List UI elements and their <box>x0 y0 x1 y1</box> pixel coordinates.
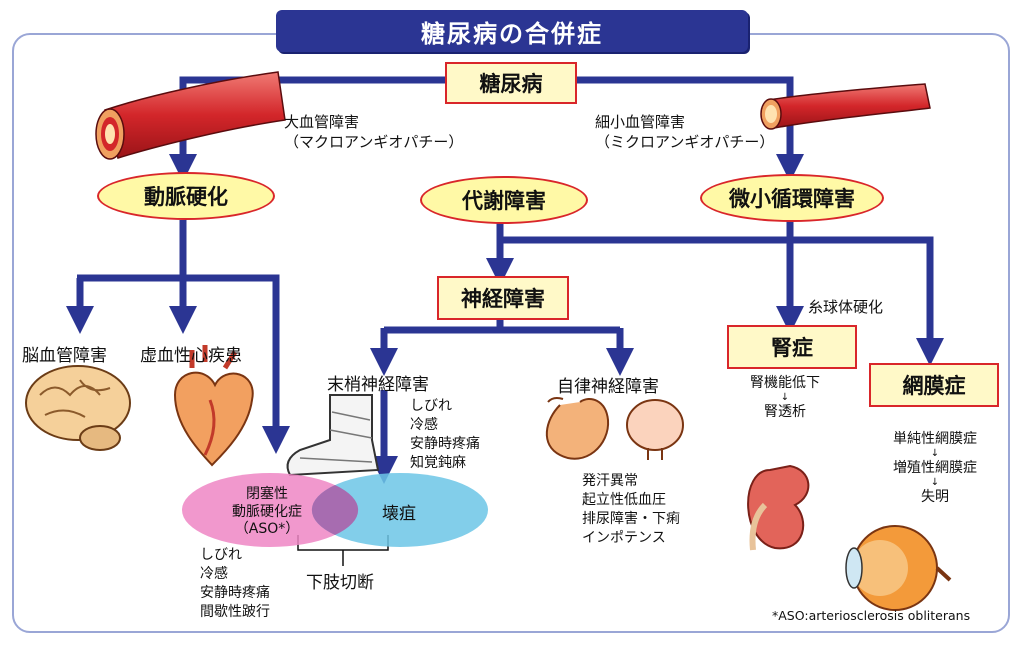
symptom-item: しびれ <box>410 398 452 414</box>
symptom-item: インポテンス <box>582 529 666 546</box>
kidney-illustration <box>747 464 810 551</box>
macro-line1: 大血管障害 <box>284 113 360 131</box>
symptom-item: 安静時疼痛 <box>200 584 270 601</box>
node-diabetes: 糖尿病 <box>445 62 577 104</box>
brain-illustration <box>25 365 131 451</box>
heart-illustration <box>173 345 254 467</box>
progression-step: 腎機能低下 <box>750 375 820 391</box>
label-ischemic-heart-disease: 虚血性心疾患 <box>140 346 242 366</box>
node-microcirculation-disorder: 微小循環障害 <box>700 174 884 222</box>
label-microangiopathy: 細小血管障害 （ミクロアンギオパチー） <box>595 112 774 153</box>
label-autonomic-neuropathy: 自律神経障害 <box>557 377 659 397</box>
diagram-title: 糖尿病の合併症 <box>276 10 748 52</box>
aso-line3: （ASO*） <box>234 521 300 537</box>
progression-arrow: ↓ <box>930 476 940 488</box>
node-neuropathy: 神経障害 <box>437 276 569 320</box>
symptom-item: 発汗異常 <box>582 473 638 489</box>
progression-step: 単純性網膜症 <box>893 431 977 447</box>
label-glomerulosclerosis: 糸球体硬化 <box>808 298 884 316</box>
micro-line2: （ミクロアンギオパチー） <box>595 133 775 152</box>
node-arteriosclerosis: 動脈硬化 <box>97 172 275 220</box>
symptom-item: しびれ <box>200 547 242 563</box>
aso-line2: 動脈硬化症 <box>232 503 302 520</box>
label-macroangiopathy: 大血管障害 （マクロアンギオパチー） <box>284 112 463 153</box>
node-nephropathy: 腎症 <box>727 325 857 369</box>
vessel-large-illustration <box>95 71 286 160</box>
aso-gangrene-venn <box>182 473 488 547</box>
symptom-item: 安静時疼痛 <box>410 435 480 452</box>
bladder-illustration <box>626 399 684 460</box>
stomach-illustration <box>545 397 610 460</box>
node-gangrene: 壊疽 <box>382 504 416 524</box>
symptom-item: 間歇性跛行 <box>200 603 270 620</box>
label-cerebrovascular: 脳血管障害 <box>22 346 107 366</box>
progression-arrow: ↓ <box>930 447 940 459</box>
retinopathy-progression: 単純性網膜症 ↓ 増殖性網膜症 ↓ 失明 <box>860 430 1010 507</box>
progression-arrow: ↓ <box>780 391 790 403</box>
aso-symptoms: しびれ 冷感 安静時疼痛 間歇性跛行 <box>200 546 270 622</box>
peripheral-symptoms: しびれ 冷感 安静時疼痛 知覚鈍麻 <box>410 397 480 473</box>
symptom-item: 起立性低血圧 <box>582 491 666 508</box>
node-metabolic-disorder: 代謝障害 <box>420 176 588 224</box>
micro-line1: 細小血管障害 <box>595 113 686 131</box>
progression-step: 腎透析 <box>764 403 806 420</box>
autonomic-symptoms: 発汗異常 起立性低血圧 排尿障害・下痢 インポテンス <box>582 472 680 548</box>
connector-arteriosclerosis <box>66 220 290 454</box>
eye-illustration <box>845 525 952 611</box>
aso-line1: 閉塞性 <box>246 486 288 502</box>
progression-step: 失明 <box>921 488 949 505</box>
footnote: *ASO:arteriosclerosis obliterans <box>772 608 971 623</box>
vessel-small-illustration <box>760 83 931 130</box>
foot-illustration <box>286 394 380 477</box>
macro-line2: （マクロアンギオパチー） <box>284 133 464 152</box>
connector-metabolic <box>486 220 944 366</box>
node-retinopathy: 網膜症 <box>869 363 999 407</box>
progression-step: 増殖性網膜症 <box>893 459 977 476</box>
label-lower-limb-amputation: 下肢切断 <box>306 573 374 593</box>
symptom-item: 排尿障害・下痢 <box>582 510 680 527</box>
nephropathy-progression: 腎機能低下 ↓ 腎透析 <box>730 374 840 422</box>
connector-neuropathy <box>370 320 634 484</box>
label-peripheral-neuropathy: 末梢神経障害 <box>327 375 429 395</box>
node-aso: 閉塞性 動脈硬化症 （ASO*） <box>212 486 322 539</box>
symptom-item: 知覚鈍麻 <box>410 454 466 471</box>
symptom-item: 冷感 <box>410 416 438 433</box>
symptom-item: 冷感 <box>200 565 228 582</box>
